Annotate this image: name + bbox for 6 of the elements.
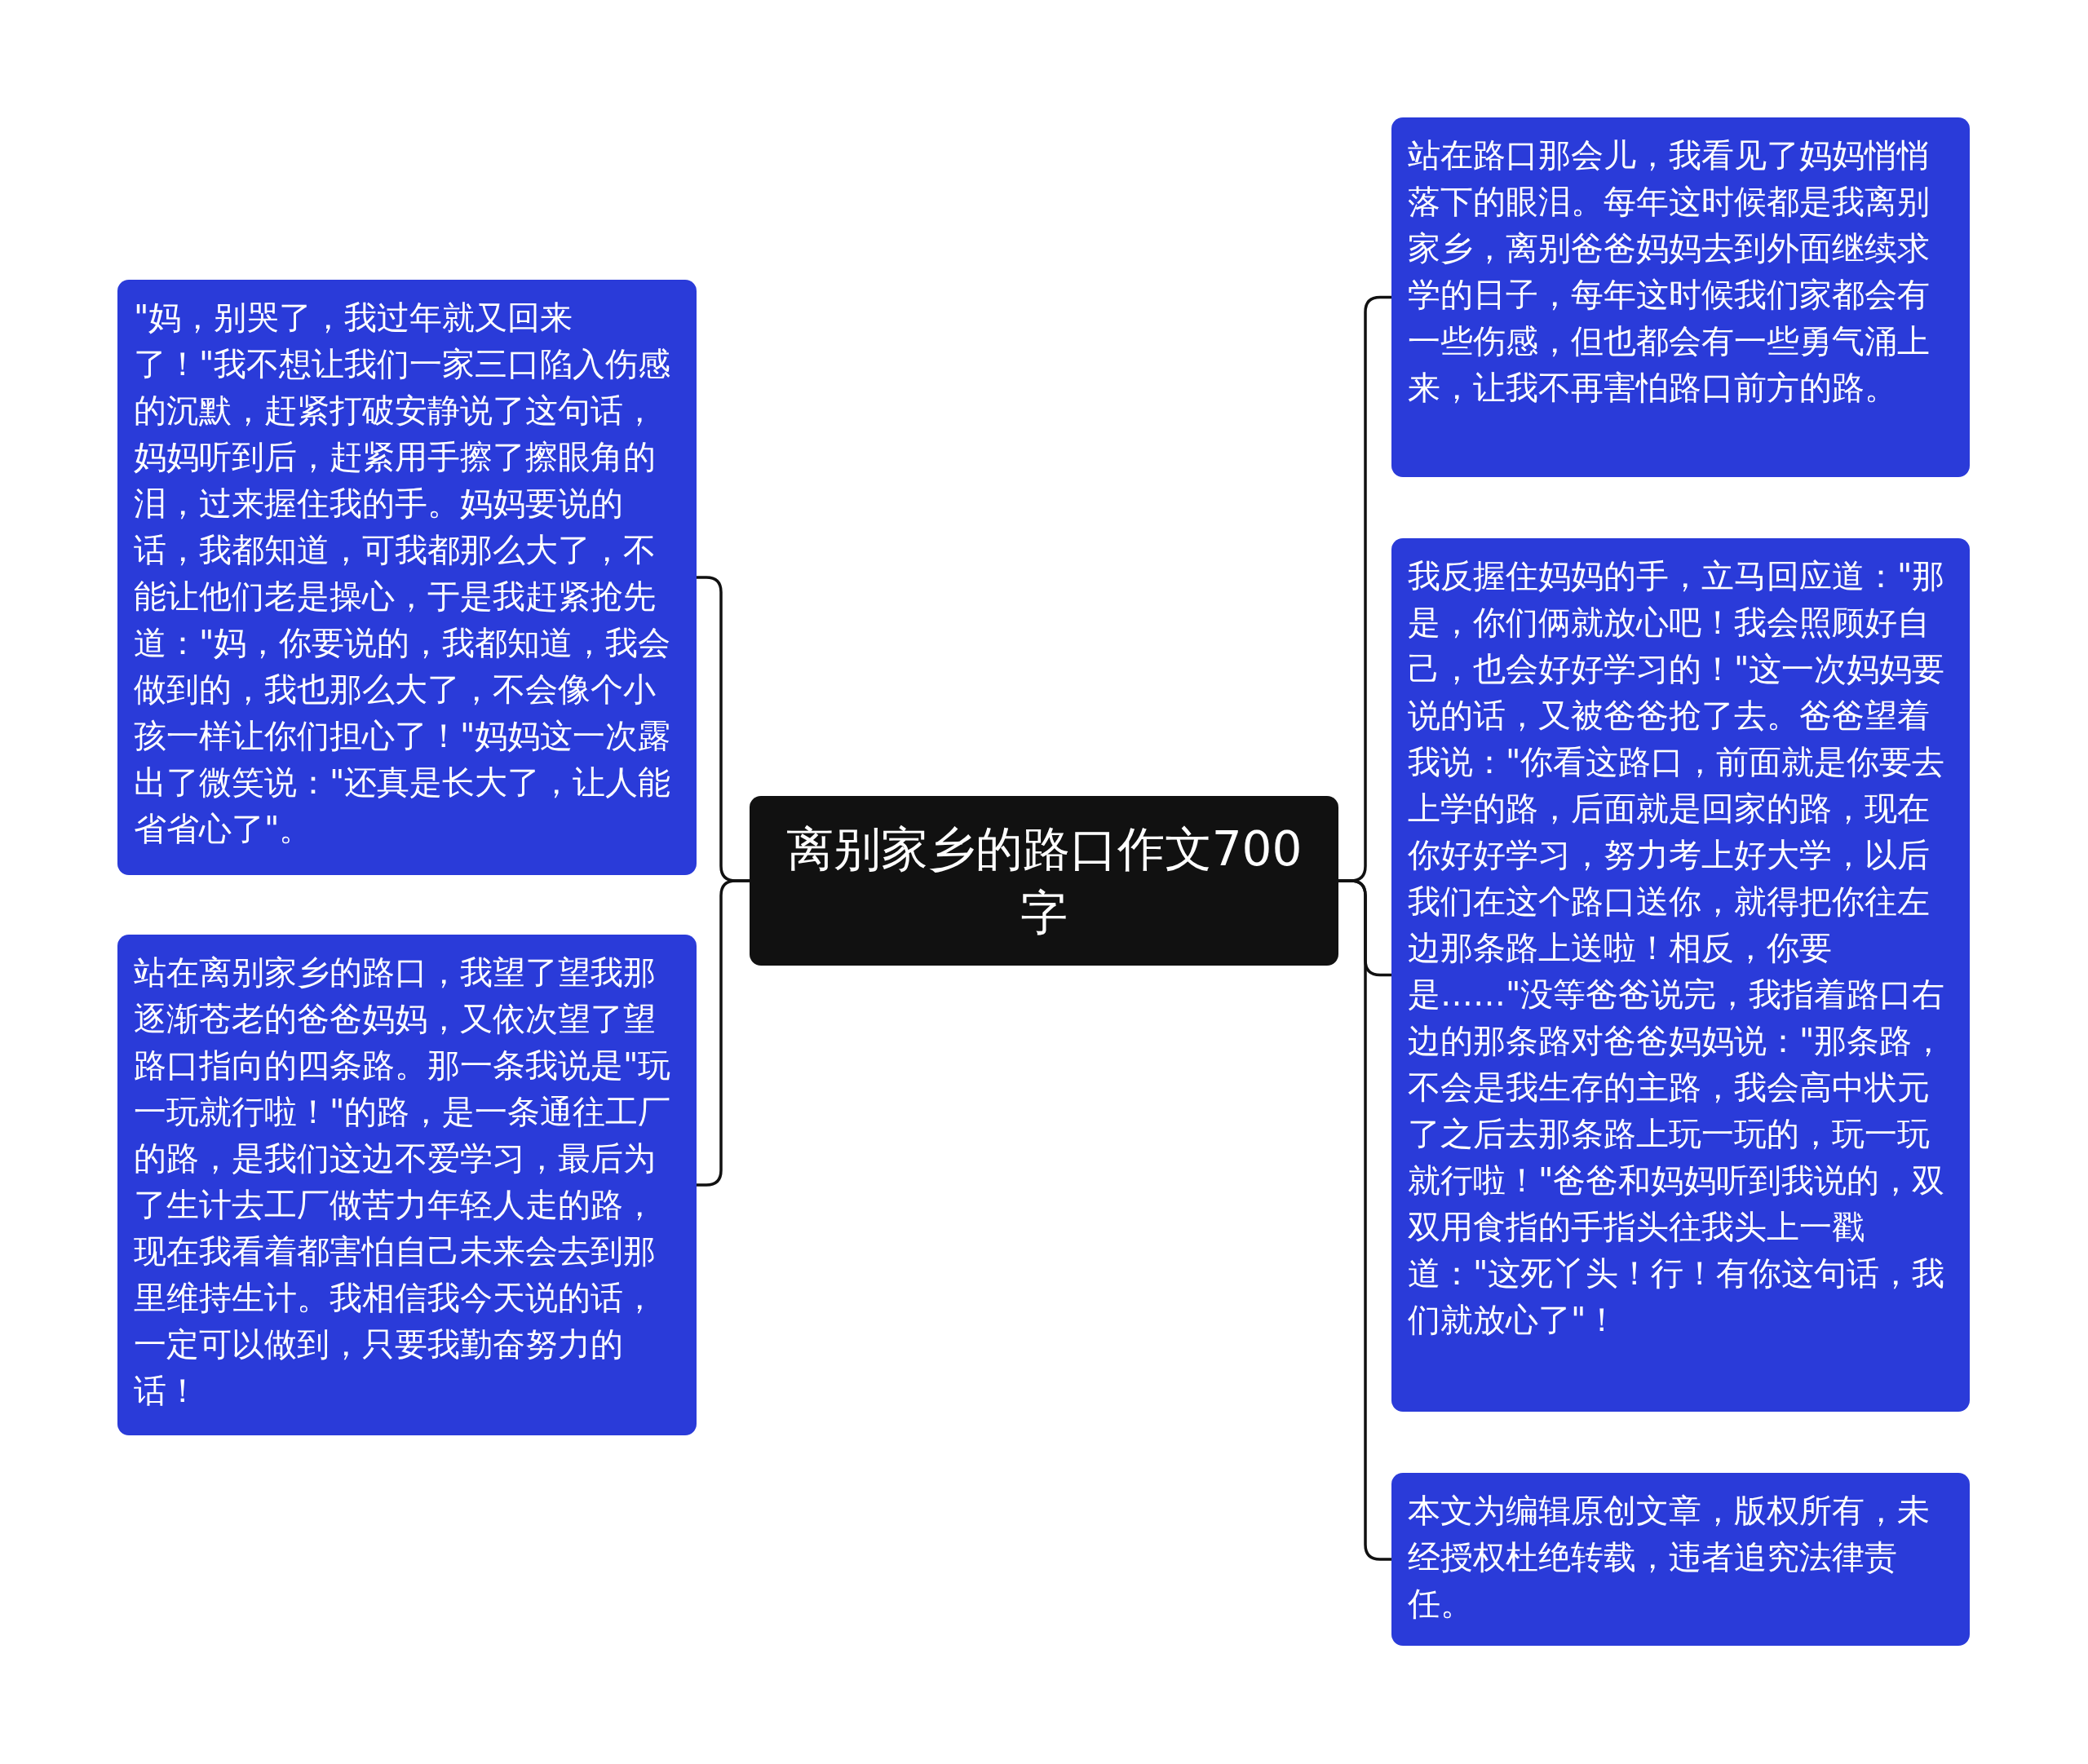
text-box: 我反握住妈妈的手，立马回应道："那是，你们俩就放心吧！我会照顾好自己，也会好好学习的！"这一次妈妈要说的话，又被爸爸抢了去。爸爸望着我说："你看这路口，前面就是你要去上学的路，后面就是回家的路，现在你好好学习，努力考上好大学，以后我们在这个路口送你，就得把你往左边那条路上送啦！相反，你要是……"没等爸爸说完，我指着路口右边的那条路对爸爸妈妈说："那条路，不会是我生存的主路，我会高中状元了之后去那条路上玩一玩的，玩一玩就行啦！"爸爸和妈妈听到我说的，双双用食指的手指头往我头上一戳道："这死丫头！行！有你这句话，我们就放心了"！ [1391,538,1970,1412]
text-box: 站在离别家乡的路口，我望了望我那逐渐苍老的爸爸妈妈，又依次望了望路口指向的四条路。那一条我说是"玩一玩就行啦！"的路，是一条通往工厂的路，是我们这边不爱学习，最后为了生计去工厂做苦力年轻人走的路，现在我看着都害怕自己未来会去到那里维持生计。我相信我今天说的话，一定可以做到，只要我勤奋努力的话！ [117,935,697,1435]
topic-box: 离别家乡的路口作文700字 [750,796,1338,966]
text-box: "妈，别哭了，我过年就又回来了！"我不想让我们一家三口陷入伤感的沉默，赶紧打破安静说了这句话，妈妈听到后，赶紧用手擦了擦眼角的泪，过来握住我的手。妈妈要说的话，我都知道，可我都那么大了，不能让他们老是操心，于是我赶紧抢先道："妈，你要说的，我都知道，我会做到的，我也那么大了，不会像个小孩一样让你们担心了！"妈妈这一次露出了微笑说："还真是长大了，让人能省省心了"。 [117,280,697,875]
text-box: 站在路口那会儿，我看见了妈妈悄悄落下的眼泪。每年这时候都是我离别家乡，离别爸爸妈妈去到外面继续求学的日子，每年这时候我们家都会有一些伤感，但也都会有一些勇气涌上来，让我不再害怕路口前方的路。 [1391,117,1970,477]
text-box: 本文为编辑原创文章，版权所有，未经授权杜绝转载，违者追究法律责任。 [1391,1473,1970,1646]
